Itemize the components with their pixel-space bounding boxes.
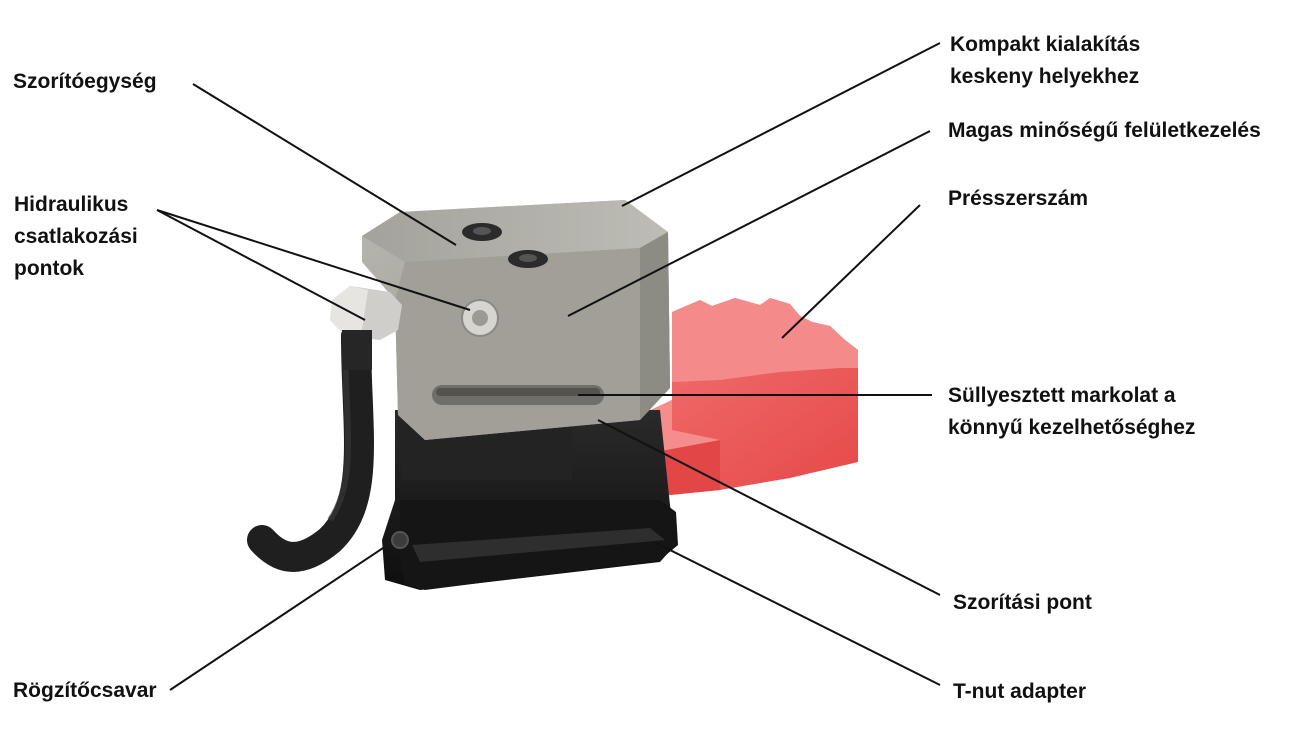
label-tnut-text: T-nut adapter [953,680,1087,703]
leader-fixing-screw [169,547,384,691]
label-recessed-grip: Süllyesztett markolat a könnyű kezelhető… [948,380,1195,444]
label-press-tool-text: Présszerszám [948,187,1089,210]
label-surface-text: Magas minőségű felületkezelés [948,119,1261,142]
leader-lines [156,42,941,691]
label-compact-line1: Kompakt kialakítás [950,33,1141,56]
label-hydraulic-points: Hidraulikus csatlakozási pontok [14,189,138,285]
label-clamping-point: Szorítási pont [953,587,1092,619]
fixing-screw-shape [391,531,409,549]
tnut-adapter-shape [382,410,678,590]
hydraulic-fitting-shape [330,286,402,370]
leader-hydraulic-b [156,209,471,311]
leader-tnut [655,542,941,686]
leader-surface [567,130,931,317]
label-hydraulic-line1: Hidraulikus [14,193,129,216]
label-grip-line1: Süllyesztett markolat a [948,384,1176,407]
label-grip-line2: könnyű kezelhetőséghez [948,416,1196,439]
label-hydraulic-line2: csatlakozási [14,225,138,248]
label-compact-design: Kompakt kialakítás keskeny helyekhez [950,29,1140,93]
leader-press-tool [781,204,921,339]
label-surface-treatment: Magas minőségű felületkezelés [948,115,1261,147]
label-tnut-adapter: T-nut adapter [953,676,1086,708]
label-press-tool: Présszerszám [948,183,1088,215]
leader-clamping-unit [192,83,457,246]
label-clamping-unit: Szorítóegység [13,66,157,98]
label-clamping-unit-text: Szorítóegység [13,70,157,93]
clamping-housing-shape [362,200,670,440]
label-hydraulic-line3: pontok [14,257,84,280]
leader-clamping-point [597,419,941,596]
label-compact-line2: keskeny helyekhez [950,65,1140,88]
hydraulic-hose [247,320,374,572]
leader-hydraulic-a [156,209,366,321]
label-fixing-screw-text: Rögzítőcsavar [13,679,157,702]
label-fixing-screw: Rögzítőcsavar [13,675,157,707]
leader-compact [621,42,941,207]
label-clamping-point-text: Szorítási pont [953,591,1092,614]
